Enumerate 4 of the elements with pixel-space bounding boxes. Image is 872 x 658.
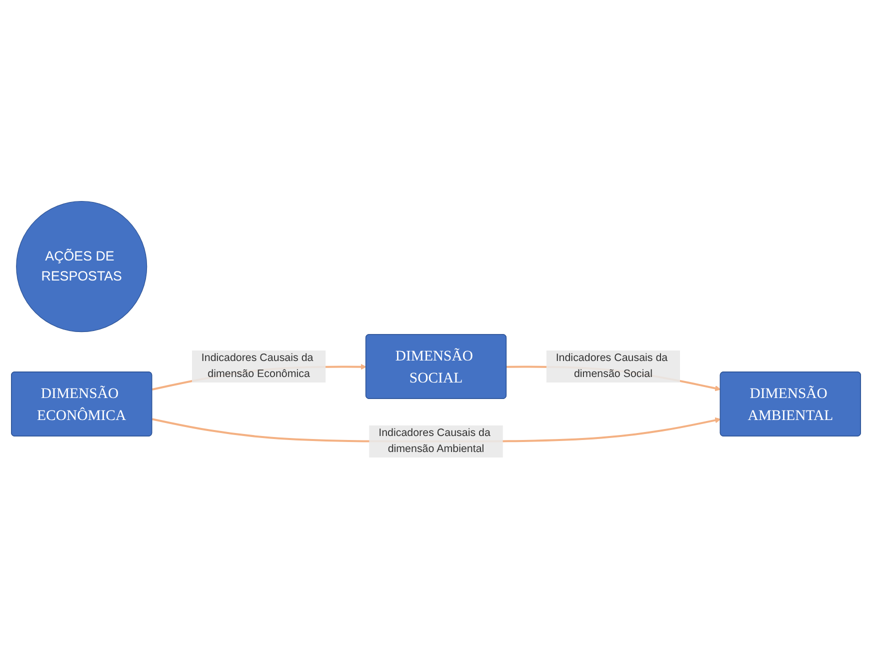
edge-label: Indicadores Causais da dimensão Social [556, 352, 668, 380]
edge-label: Indicadores Causais da dimensão Ambiental [378, 426, 490, 454]
edge-label: Indicadores Causais da dimensão Econômica [201, 352, 314, 380]
node-circle: AÇÕES DE RESPOSTAS [16, 200, 148, 332]
